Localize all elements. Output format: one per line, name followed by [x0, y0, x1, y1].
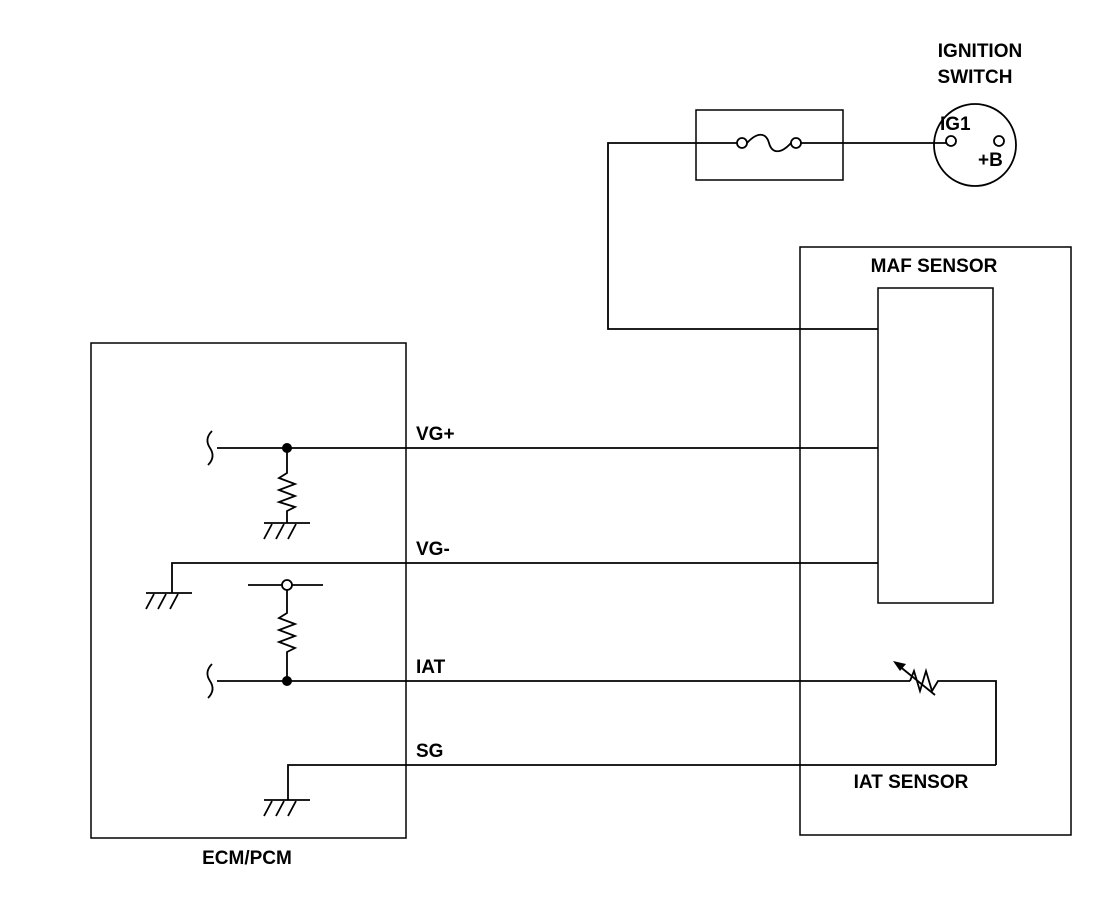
- vg-minus-ground-icon: [145, 593, 179, 610]
- fuse-element: [746, 133, 792, 153]
- sg-label: SG: [416, 741, 443, 762]
- iat-sensor-label: IAT SENSOR: [854, 772, 969, 793]
- ignition-switch-title-line1: IGNITION: [938, 41, 1022, 62]
- vg-minus-circuit: VG-: [145, 539, 878, 610]
- ignition-switch: IGNITION SWITCH IG1 +B: [933, 41, 1022, 187]
- iat-pullup-resistor: [276, 590, 298, 681]
- iat-circuit: IAT: [206, 579, 997, 765]
- vg-plus-ground-icon: [263, 523, 297, 540]
- ecm-box: [90, 342, 407, 839]
- ig1-terminal-label: IG1: [940, 114, 971, 135]
- vg-plus-label: VG+: [416, 424, 455, 445]
- wire-vg-minus: [171, 562, 878, 593]
- fuse-box: [695, 109, 844, 181]
- b-terminal-label: +B: [978, 150, 1003, 171]
- vg-plus-resistor: [276, 448, 298, 523]
- maf-sensor-label: MAF SENSOR: [871, 256, 998, 277]
- sg-ground-icon: [263, 800, 297, 817]
- fuse: [695, 109, 844, 181]
- iat-label: IAT: [416, 657, 446, 678]
- sensor-housing: [799, 246, 1072, 836]
- ecm: ECM/PCM: [90, 342, 407, 869]
- fuse-terminal-left: [736, 137, 748, 149]
- vg-minus-label: VG-: [416, 539, 450, 560]
- iat-thermistor: [909, 667, 997, 765]
- iat-break-icon: [206, 663, 214, 699]
- ecm-label: ECM/PCM: [202, 848, 292, 869]
- vg-plus-break-icon: [206, 430, 214, 466]
- ignition-switch-title-line2: SWITCH: [938, 67, 1013, 88]
- fuse-terminal-right: [790, 137, 802, 149]
- iat-reference-terminal: [281, 579, 293, 591]
- iat-thermistor-arrow-icon: [893, 661, 906, 671]
- wire-fuse-to-maf: [607, 142, 878, 330]
- sg-circuit: SG: [263, 741, 996, 817]
- ig1-terminal: [945, 135, 957, 147]
- ignition-switch-body: [933, 103, 1017, 187]
- wire-sg: [287, 764, 996, 800]
- vg-plus-circuit: VG+: [206, 424, 878, 540]
- iat-thermistor-arrow-shaft: [897, 664, 936, 696]
- maf-sensor-element: [877, 287, 994, 604]
- sensor-assembly: MAF SENSOR IAT SENSOR: [799, 246, 1072, 836]
- b-terminal: [993, 135, 1005, 147]
